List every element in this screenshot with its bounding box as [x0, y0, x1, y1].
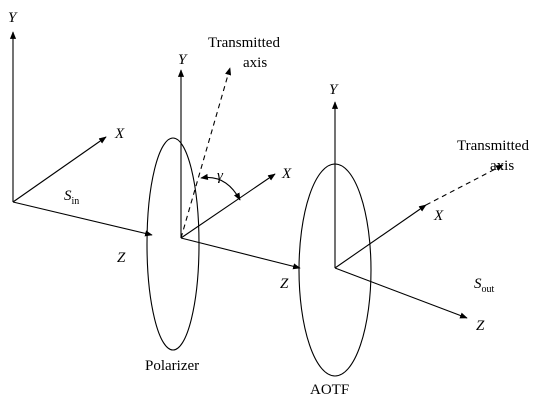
polarizer-x-label: X: [281, 166, 292, 182]
polarizer-y-label: Y: [178, 52, 188, 68]
aotf-y-label: Y: [329, 82, 339, 98]
polarizer-x-axis: [180, 173, 276, 239]
aotf-label: AOTF: [310, 382, 349, 398]
aotf-transmitted-label-line1: Transmitted: [457, 138, 529, 154]
s-out-label: Sout: [474, 276, 495, 295]
gamma-angle-label: γ: [217, 168, 224, 184]
polarizer-transmitted-label-line1: Transmitted: [208, 35, 280, 51]
polarizer-ring: [146, 137, 200, 351]
polarizer-transmitted-label-line2: axis: [243, 55, 267, 71]
beam-to-aotf: [180, 237, 301, 270]
polarizer-transmitted-axis: [180, 67, 232, 239]
input-beam-s-in: [12, 201, 153, 237]
polarizer: Y X Transmitted axis γ Z Polarizer: [145, 35, 301, 374]
polarizer-z-label: Z: [280, 276, 289, 292]
aotf-z-label: Z: [476, 318, 485, 334]
aotf-x-axis: [334, 204, 427, 269]
polarizer-label: Polarizer: [145, 358, 199, 374]
input-x-label: X: [114, 126, 125, 142]
aotf-transmitted-axis: [425, 164, 504, 206]
output-beam-s-out: [334, 267, 468, 319]
aotf: Y X Transmitted axis Sout Z AOTF: [298, 82, 529, 398]
gamma-angle-arc: [200, 173, 241, 201]
s-in-label: Sin: [64, 188, 79, 207]
aotf-transmitted-label-line2: axis: [490, 158, 514, 174]
input-x-axis: [12, 136, 107, 203]
input-z-label: Z: [117, 250, 126, 266]
aotf-x-label: X: [433, 208, 444, 224]
input-y-label: Y: [8, 10, 18, 26]
input-frame: Y X Sin Z: [8, 10, 153, 266]
